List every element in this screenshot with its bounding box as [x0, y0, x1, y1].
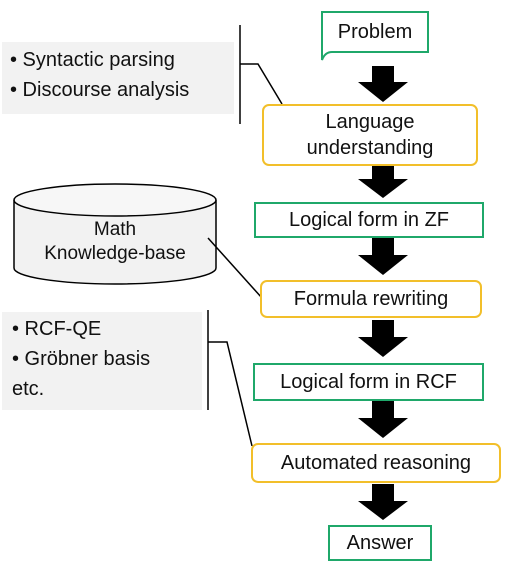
logical-form-rcf-label: Logical form in RCF [280, 371, 457, 393]
knowledge-base-cylinder [13, 183, 217, 285]
language-note-item: • Discourse analysis [10, 79, 190, 101]
problem-label: Problem [337, 21, 413, 43]
arrow-language-to-zf [358, 163, 408, 198]
language-notes: • Syntactic parsing • Discourse analysis [2, 42, 234, 114]
answer-label: Answer [346, 532, 414, 554]
reasoning-note-item: • Gröbner basis [12, 348, 151, 370]
arrow-rewriting-to-rcf [358, 320, 408, 357]
formula-rewriting-label: Formula rewriting [293, 288, 449, 310]
reasoning-notes-connector [208, 341, 253, 447]
formula-rewriting-box: Formula rewriting [260, 280, 482, 318]
language-notes-connector [240, 63, 283, 105]
reasoning-note-item: • RCF-QE [12, 318, 102, 340]
logical-form-zf-box: Logical form in ZF [254, 202, 484, 238]
problem-tag-shape [321, 11, 429, 61]
knowledge-base-label-line2: Knowledge-base [44, 243, 186, 264]
reasoning-note-item: etc. [12, 378, 45, 400]
arrow-zf-to-rewriting [358, 238, 408, 275]
knowledge-base-label-line1: Math [93, 219, 137, 240]
arrow-rcf-to-reasoning [358, 401, 408, 438]
language-understanding-label-line2: understanding [306, 137, 434, 159]
automated-reasoning-box: Automated reasoning [251, 443, 501, 483]
language-note-item: • Syntactic parsing [10, 49, 175, 71]
knowledge-base-connector [207, 237, 263, 299]
knowledge-base-label: Math Knowledge-base [14, 218, 216, 266]
arrow-problem-to-language [358, 66, 408, 102]
reasoning-notes: • RCF-QE • Gröbner basis etc. [2, 312, 202, 410]
logical-form-rcf-box: Logical form in RCF [253, 363, 484, 401]
language-understanding-label-line1: Language [325, 111, 415, 133]
answer-box: Answer [328, 525, 432, 561]
logical-form-zf-label: Logical form in ZF [288, 209, 450, 231]
language-understanding-box: Language understanding [262, 104, 478, 166]
automated-reasoning-label: Automated reasoning [280, 452, 472, 474]
problem-box: Problem [325, 14, 425, 50]
arrow-reasoning-to-answer [358, 484, 408, 520]
